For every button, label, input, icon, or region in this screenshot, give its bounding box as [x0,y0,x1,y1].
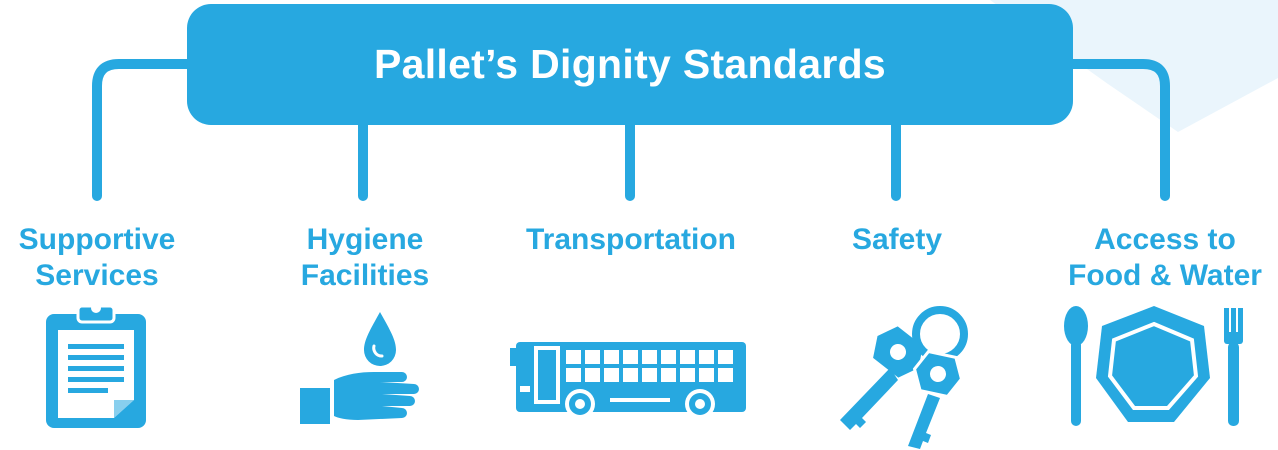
label-line: Hygiene [306,223,424,256]
label-line: Safety [851,223,943,256]
page-title: Pallet’s Dignity Standards [373,41,887,87]
label-line: Services [35,259,159,292]
connector-supportive-services [92,59,195,201]
plate-utensils-icon [1064,306,1243,426]
label-line: Transportation [525,223,736,256]
label-line: Facilities [300,259,430,292]
label-supportive-services: Supportive Services [0,222,217,294]
keys-icon [840,306,968,449]
connector-food-water [1065,59,1170,201]
label-safety: Safety [777,222,1017,258]
label-line: Supportive [18,223,176,256]
title-banner: Pallet’s Dignity Standards [187,4,1073,125]
water-drop-hand-icon [300,312,419,424]
label-line: Food & Water [1068,259,1262,292]
label-food-water: Access to Food & Water [1045,222,1278,294]
label-hygiene-facilities: Hygiene Facilities [245,222,485,294]
bus-icon [510,342,746,419]
clipboard-icon [46,303,146,428]
label-line: Access to [1094,223,1236,256]
label-transportation: Transportation [511,222,751,258]
